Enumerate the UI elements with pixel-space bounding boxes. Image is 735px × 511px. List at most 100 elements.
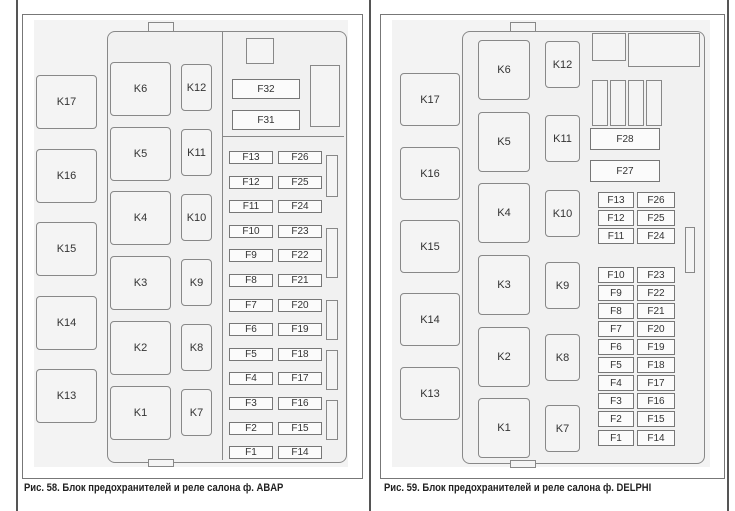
relay-k9: K9	[181, 259, 212, 306]
fuse-f26: F26	[278, 151, 322, 164]
relay-k14: K14	[36, 296, 97, 350]
fuse-f22: F22	[278, 249, 322, 262]
relay-k2: K2	[478, 327, 530, 387]
fuse-f17: F17	[278, 372, 322, 385]
top-connector	[148, 22, 174, 32]
fuse-f14: F14	[637, 430, 675, 446]
fuse-f15: F15	[637, 411, 675, 427]
relay-k3: K3	[110, 256, 171, 310]
fuse-f25: F25	[278, 176, 322, 189]
connector-block	[246, 38, 274, 64]
relay-k2: K2	[110, 321, 171, 375]
figure-caption: Рис. 58. Блок предохранителей и реле сал…	[24, 482, 284, 494]
relay-k11: K11	[181, 129, 212, 176]
relay-k11: K11	[545, 115, 580, 162]
relay-k15: K15	[400, 220, 460, 273]
fuse-f17: F17	[637, 375, 675, 391]
connector-block	[628, 33, 700, 67]
fuse-f2: F2	[598, 411, 634, 427]
relay-k13: K13	[400, 367, 460, 420]
fuse-f13: F13	[598, 192, 634, 208]
fuse-f16: F16	[278, 397, 322, 410]
page-divider	[369, 0, 371, 511]
fuse-f4: F4	[598, 375, 634, 391]
side-connector	[326, 228, 338, 278]
relay-k10: K10	[545, 190, 580, 237]
relay-k12: K12	[545, 41, 580, 88]
relay-k8: K8	[545, 334, 580, 381]
fuse-f21: F21	[637, 303, 675, 319]
relay-k3: K3	[478, 255, 530, 315]
relay-k7: K7	[545, 405, 580, 452]
fuse-f28: F28	[590, 128, 660, 150]
side-connector	[326, 350, 338, 390]
fuse-f18: F18	[637, 357, 675, 373]
side-connector	[326, 400, 338, 440]
relay-k14: K14	[400, 293, 460, 346]
fuse-f1: F1	[598, 430, 634, 446]
section-divider	[222, 32, 223, 460]
fuse-f9: F9	[598, 285, 634, 301]
top-connector	[510, 22, 536, 32]
fuse-f31: F31	[232, 110, 300, 130]
fuse-f24: F24	[637, 228, 675, 244]
fuse-f16: F16	[637, 393, 675, 409]
fuse-f8: F8	[229, 274, 273, 287]
fuse-f13: F13	[229, 151, 273, 164]
fuse-f14: F14	[278, 446, 322, 459]
fuse-slot	[628, 80, 644, 126]
side-connector	[326, 300, 338, 340]
relay-k1: K1	[478, 398, 530, 458]
relay-k13: K13	[36, 369, 97, 423]
fuse-f7: F7	[598, 321, 634, 337]
relay-k16: K16	[400, 147, 460, 200]
section-divider	[222, 136, 344, 137]
connector-block	[592, 33, 626, 61]
fuse-f25: F25	[637, 210, 675, 226]
side-connector	[685, 227, 695, 273]
side-connector	[310, 65, 340, 127]
side-connector	[326, 155, 338, 197]
relay-k16: K16	[36, 149, 97, 203]
fuse-f10: F10	[229, 225, 273, 238]
relay-k4: K4	[478, 183, 530, 243]
bottom-connector	[510, 460, 536, 468]
fuse-slot	[610, 80, 626, 126]
relay-k1: K1	[110, 386, 171, 440]
fuse-f22: F22	[637, 285, 675, 301]
fuse-f3: F3	[598, 393, 634, 409]
fuse-f5: F5	[598, 357, 634, 373]
fuse-f3: F3	[229, 397, 273, 410]
fuse-f11: F11	[598, 228, 634, 244]
fuse-f20: F20	[637, 321, 675, 337]
relay-k15: K15	[36, 222, 97, 276]
fuse-f9: F9	[229, 249, 273, 262]
relay-k5: K5	[478, 112, 530, 172]
fuse-f11: F11	[229, 200, 273, 213]
fuse-f10: F10	[598, 267, 634, 283]
relay-k8: K8	[181, 324, 212, 371]
fuse-f12: F12	[598, 210, 634, 226]
relay-k6: K6	[478, 40, 530, 100]
fuse-f21: F21	[278, 274, 322, 287]
fuse-f23: F23	[278, 225, 322, 238]
fuse-f26: F26	[637, 192, 675, 208]
fuse-f20: F20	[278, 299, 322, 312]
fuse-f8: F8	[598, 303, 634, 319]
fuse-f23: F23	[637, 267, 675, 283]
fuse-f5: F5	[229, 348, 273, 361]
bottom-connector	[148, 459, 174, 467]
fuse-f6: F6	[229, 323, 273, 336]
relay-k17: K17	[36, 75, 97, 129]
fuse-f24: F24	[278, 200, 322, 213]
fuse-f12: F12	[229, 176, 273, 189]
fuse-f2: F2	[229, 422, 273, 435]
relay-k17: K17	[400, 73, 460, 126]
fuse-f19: F19	[637, 339, 675, 355]
fuse-box-body	[462, 31, 705, 464]
relay-k7: K7	[181, 389, 212, 436]
relay-k5: K5	[110, 127, 171, 181]
fuse-f32: F32	[232, 79, 300, 99]
fuse-f27: F27	[590, 160, 660, 182]
fuse-f7: F7	[229, 299, 273, 312]
